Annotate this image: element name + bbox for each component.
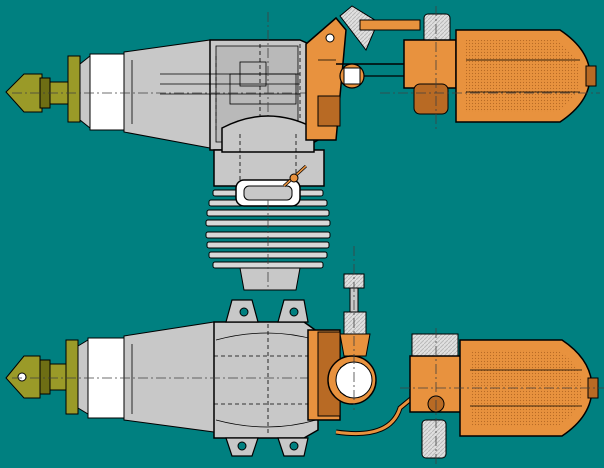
front-bearing-housing — [77, 321, 215, 433]
needle-valve-icon — [327, 246, 377, 410]
top-view — [5, 5, 600, 291]
carburetor-mount — [305, 16, 347, 141]
fuel-tank-icon — [455, 29, 597, 123]
cylinder — [205, 115, 331, 291]
needle-valve-icon — [336, 5, 421, 89]
fuel-regulator — [403, 6, 457, 130]
fuel-regulator — [409, 328, 463, 466]
glow-plug-icon — [282, 164, 308, 188]
crankcase-side — [12, 299, 330, 457]
cylinder-base — [239, 267, 301, 291]
side-view — [5, 246, 604, 466]
prop-washer — [65, 339, 79, 415]
prop-washer — [67, 55, 81, 123]
